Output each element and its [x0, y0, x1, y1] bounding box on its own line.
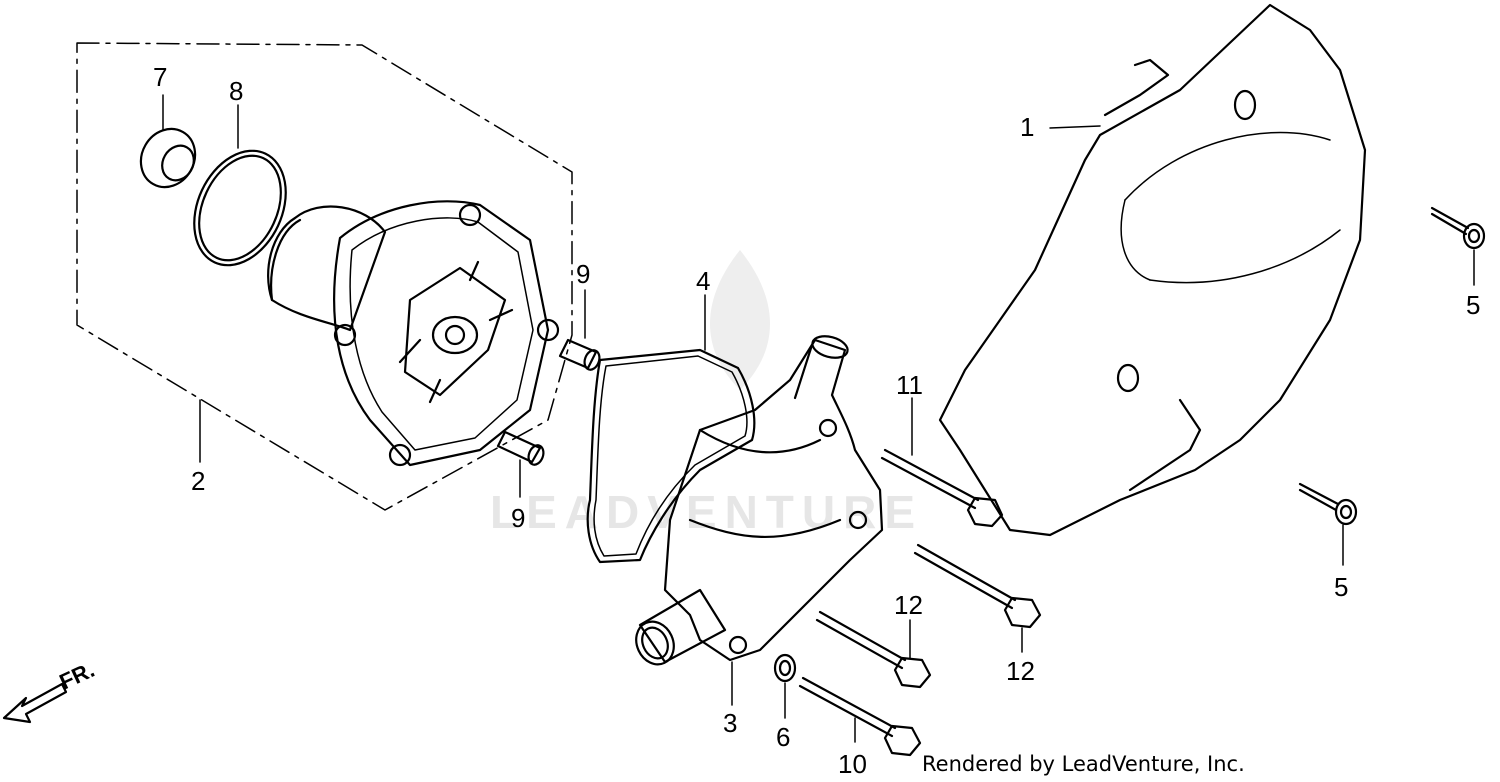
callout-12-right: 12: [1006, 656, 1035, 686]
front-arrow-icon: [2, 682, 68, 724]
render-credit: Rendered by LeadVenture, Inc.: [922, 752, 1245, 776]
callout-9-upper: 9: [576, 259, 590, 289]
callout-1: 1: [1020, 112, 1034, 142]
o-ring-part-8: [193, 149, 287, 267]
callout-10: 10: [838, 749, 867, 779]
leader-lines: [162, 94, 1475, 743]
watermark-flame-icon: [710, 250, 770, 390]
callout-8: 8: [229, 76, 243, 106]
callout-6: 6: [776, 722, 790, 752]
water-pump-cover-part-3: [635, 335, 884, 666]
bolt-part-11: [880, 448, 1004, 528]
callout-3: 3: [723, 708, 737, 738]
dowel-pin-part-9-upper: [558, 338, 601, 371]
callout-11: 11: [896, 370, 923, 400]
callout-labels: 1 2 3 4 5 5 6 7 8 9 9 10 11 12 12: [153, 62, 1480, 779]
water-pump-part-2: [267, 200, 560, 467]
dowel-pin-part-9-lower: [496, 430, 545, 466]
callout-12-lower: 12: [894, 590, 923, 620]
washer-part-6: [773, 653, 797, 683]
front-label: FR.: [56, 657, 99, 695]
callout-5-upper: 5: [1466, 290, 1480, 320]
cover-part-1: [938, 3, 1367, 537]
bolt-part-5-lower: [1298, 482, 1358, 526]
front-direction-indicator: FR.: [2, 657, 99, 724]
assembly-boundary-part-2: [76, 42, 573, 511]
watermark-text: LEADVENTURE: [490, 486, 923, 538]
bolt-part-12-upper: [913, 543, 1042, 629]
watermark: LEADVENTURE: [490, 250, 923, 538]
callout-2: 2: [191, 466, 205, 496]
bolt-part-5-upper: [1430, 206, 1486, 250]
callout-5-lower: 5: [1334, 572, 1348, 602]
bolt-part-10: [798, 676, 922, 757]
callout-4: 4: [696, 266, 710, 296]
bolt-part-12-lower: [815, 610, 932, 689]
oil-seal-part-7: [139, 127, 197, 189]
gasket-part-4: [586, 348, 756, 564]
callout-9-lower: 9: [511, 503, 525, 533]
callout-7: 7: [153, 62, 167, 92]
